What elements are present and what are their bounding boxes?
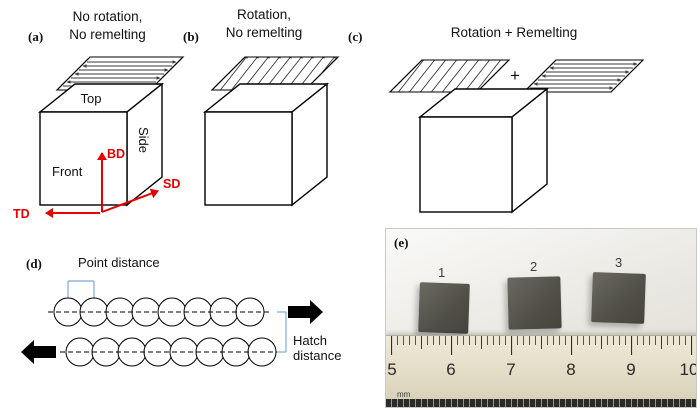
cube-c-front-face: [419, 116, 513, 213]
scan-line: [417, 60, 449, 92]
cube-b: [203, 82, 329, 207]
rect: [386, 336, 696, 407]
sample-1-number: 1: [438, 265, 446, 280]
hatch-distance-bracket: [277, 311, 287, 353]
point-distance-bracket: [67, 280, 95, 300]
build-direction-axes: BD SD TD: [13, 147, 180, 221]
ruler-ticks: [386, 336, 696, 407]
panel-a-title: No rotation, No remelting: [50, 8, 165, 44]
melt-pool-row-1: [48, 297, 272, 327]
panel-b-title: Rotation, No remelting: [203, 6, 325, 42]
panel-b-title-line1: Rotation,: [236, 7, 292, 22]
sample-2: [507, 276, 562, 330]
cube-a: Top Front Side: [38, 82, 164, 207]
cube-a-front-face: [39, 111, 128, 206]
scan-direction-right-arrow: [288, 300, 323, 324]
sample-3: [591, 272, 646, 324]
sample-1: [418, 282, 470, 334]
cube-b-front-face: [204, 111, 293, 206]
panel-b-graphics: [203, 56, 340, 207]
panel-a-title-line2: No remelting: [69, 27, 146, 43]
sample-2-number: 2: [530, 259, 538, 274]
ruler-number-5: 5: [387, 360, 397, 379]
ruler-number-7: 7: [506, 360, 516, 379]
scan-line: [217, 57, 249, 90]
panel-b-tag: (b): [183, 29, 199, 44]
ruler-number-9: 9: [626, 360, 636, 379]
scan-line: [428, 60, 460, 92]
scan-pattern-b: [210, 56, 340, 91]
bd-axis-label: BD: [107, 147, 125, 161]
sample-3-number: 3: [615, 255, 623, 270]
panel-d-tag: (d): [26, 256, 42, 271]
scan-line: [439, 60, 471, 92]
panel-a-tag: (a): [28, 29, 44, 44]
panel-a-title-line1: No rotation,: [72, 9, 143, 24]
cube-top-label: Top: [81, 91, 102, 106]
panel-b-title-line2: No remelting: [225, 25, 303, 41]
panel-d-graphics: [21, 280, 323, 367]
scan-direction-left-arrow: [21, 340, 56, 364]
sd-axis-arrow: [101, 188, 159, 213]
panel-c-tag: (c): [348, 29, 363, 44]
cube-side-label: Side: [136, 127, 151, 153]
panel-e-tag: (e): [394, 235, 409, 250]
cube-c: [418, 87, 549, 214]
hatch-distance-label: Hatch distance: [293, 333, 342, 363]
pat-outline: [522, 59, 645, 93]
ruler-unit-label: mm: [397, 390, 411, 399]
pat: [388, 59, 511, 93]
panel-a-graphics: Top Front Side BD SD TD: [13, 56, 185, 221]
melt-pool-row-2: [60, 337, 284, 367]
plus-sign: +: [510, 66, 520, 85]
panel-c-graphics: +: [388, 59, 645, 214]
cube-front-label: Front: [52, 164, 83, 179]
panel-c-title: Rotation + Remelting: [450, 25, 578, 40]
scan-pattern-c2: [522, 59, 645, 93]
ruler-number-10: 10: [679, 360, 697, 379]
pat-outline: [388, 59, 511, 93]
scan-line: [395, 60, 427, 92]
scan-line: [406, 60, 438, 92]
ruler-number-6: 6: [446, 360, 456, 379]
ruler-bottom-edge: [386, 399, 696, 407]
ruler-number-8: 8: [566, 360, 576, 379]
scan-line: [228, 57, 260, 90]
ruler: 5 6 7 8 9 10 mm: [386, 335, 697, 407]
td-axis-label: TD: [13, 207, 30, 221]
sd-axis-label: SD: [163, 177, 180, 191]
point-distance-label: Point distance: [78, 255, 160, 270]
photo-panel: (e) 1 2 3: [385, 228, 697, 408]
